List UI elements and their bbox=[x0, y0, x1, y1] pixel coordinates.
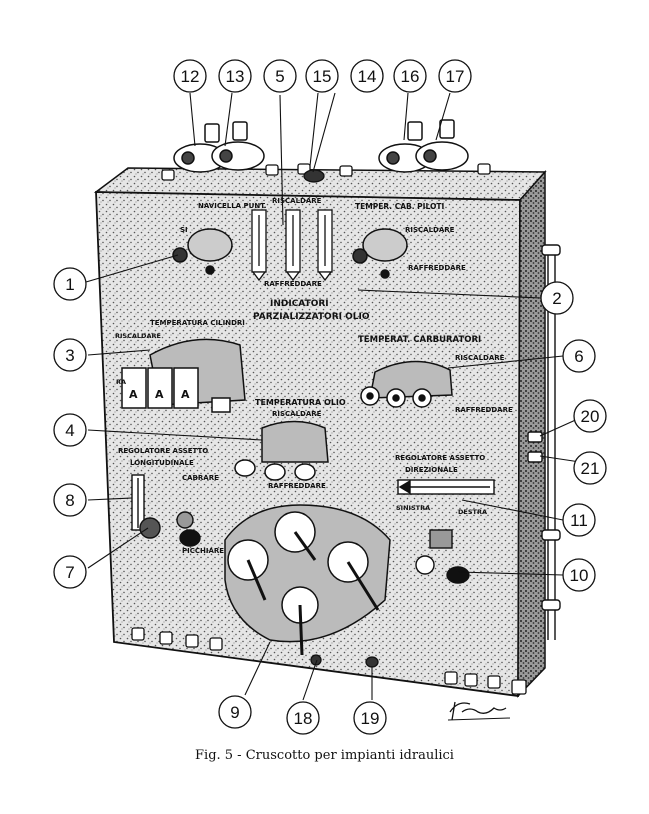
callout-12: 12 bbox=[173, 59, 207, 93]
key-a-1: A bbox=[129, 388, 138, 401]
label-reg-long-1: REGOLATORE ASSETTO bbox=[118, 447, 208, 455]
callout-13: 13 bbox=[218, 59, 252, 93]
svg-text:19: 19 bbox=[361, 709, 380, 728]
oil-temp-control bbox=[234, 420, 329, 481]
label-raffreddare-carb: RAFFREDDARE bbox=[455, 406, 513, 414]
label-riscaldare-left: RISCALDARE bbox=[115, 332, 161, 340]
svg-text:5: 5 bbox=[275, 67, 284, 86]
artist-signature bbox=[447, 701, 511, 721]
callout-11: 11 bbox=[562, 503, 596, 537]
gauge-cluster bbox=[224, 504, 391, 656]
label-riscaldare-carb: RISCALDARE bbox=[455, 354, 505, 362]
callout-2: 2 bbox=[540, 281, 574, 315]
svg-text:9: 9 bbox=[230, 703, 239, 722]
label-temp-cab-piloti: TEMPER. CAB. PILOTI bbox=[355, 202, 444, 211]
longitudinal-trim bbox=[131, 474, 201, 547]
callout-4: 4 bbox=[53, 413, 87, 447]
top-valves-left bbox=[173, 121, 265, 173]
label-cabrare: CABRARE bbox=[182, 474, 219, 482]
label-raffreddare-olio: RAFFREDDARE bbox=[268, 482, 326, 490]
svg-text:2: 2 bbox=[552, 289, 561, 308]
label-navicella: NAVICELLA PUNT. bbox=[198, 202, 267, 210]
heater-knob-cab-piloti bbox=[352, 228, 408, 279]
callout-19: 19 bbox=[353, 701, 387, 735]
svg-text:14: 14 bbox=[358, 67, 377, 86]
figure-caption: Fig. 5 - Cruscotto per impianti idraulic… bbox=[195, 748, 454, 763]
label-picchiare: PICCHIARE bbox=[182, 547, 224, 555]
svg-text:3: 3 bbox=[65, 346, 74, 365]
callout-10: 10 bbox=[562, 558, 596, 592]
callout-17: 17 bbox=[438, 59, 472, 93]
trim-valve-handle bbox=[415, 529, 470, 584]
svg-text:17: 17 bbox=[446, 67, 465, 86]
label-temp-carburatori: TEMPERAT. CARBURATORI bbox=[358, 335, 481, 345]
svg-text:16: 16 bbox=[401, 67, 420, 86]
key-a-3: A bbox=[181, 388, 190, 401]
label-parzializzatori: PARZIALIZZATORI OLIO bbox=[253, 312, 370, 322]
label-reg-long-2: LONGITUDINALE bbox=[130, 459, 194, 467]
label-temp-olio: TEMPERATURA OLIO bbox=[255, 398, 346, 407]
callout-5: 5 bbox=[263, 59, 297, 93]
heater-knob-navicella bbox=[172, 228, 233, 275]
svg-text:12: 12 bbox=[181, 67, 200, 86]
svg-text:10: 10 bbox=[570, 566, 589, 585]
label-riscaldare-right: RISCALDARE bbox=[405, 226, 455, 234]
bottom-fittings bbox=[131, 627, 527, 695]
cylinder-temp-control bbox=[121, 338, 246, 413]
callout-18: 18 bbox=[286, 701, 320, 735]
svg-text:4: 4 bbox=[65, 421, 74, 440]
svg-text:15: 15 bbox=[313, 67, 332, 86]
callouts: 1 2 3 4 5 6 7 8 9 10 11 12 13 14 15 16 1… bbox=[53, 59, 607, 735]
svg-text:11: 11 bbox=[570, 511, 588, 530]
key-a-2: A bbox=[155, 388, 164, 401]
top-fittings bbox=[161, 163, 491, 183]
label-riscaldare-top: RISCALDARE bbox=[272, 197, 322, 205]
svg-text:13: 13 bbox=[226, 67, 245, 86]
label-reg-dir-1: REGOLATORE ASSETTO bbox=[395, 454, 485, 462]
label-si: SI bbox=[180, 226, 188, 234]
label-indicatori: INDICATORI bbox=[270, 299, 329, 309]
label-reg-dir-2: DIREZIONALE bbox=[405, 466, 458, 474]
callout-16: 16 bbox=[393, 59, 427, 93]
leader-lines bbox=[85, 92, 581, 701]
label-riscaldare-olio: RISCALDARE bbox=[272, 410, 322, 418]
panel-labels: NAVICELLA PUNT. RISCALDARE TEMPER. CAB. … bbox=[115, 197, 513, 555]
callout-15: 15 bbox=[305, 59, 339, 93]
svg-text:8: 8 bbox=[65, 491, 74, 510]
svg-text:20: 20 bbox=[581, 407, 600, 426]
svg-text:1: 1 bbox=[65, 275, 74, 294]
oil-indicators bbox=[251, 209, 333, 282]
callout-20: 20 bbox=[573, 399, 607, 433]
callout-21: 21 bbox=[573, 451, 607, 485]
carburetor-temp-control bbox=[360, 360, 453, 408]
callout-3: 3 bbox=[53, 338, 87, 372]
label-ra: RA bbox=[116, 378, 126, 386]
callout-14: 14 bbox=[350, 59, 384, 93]
label-sinistra: SINISTRA bbox=[396, 504, 430, 512]
label-destra: DESTRA bbox=[458, 508, 487, 516]
svg-text:18: 18 bbox=[294, 709, 313, 728]
label-raffreddare-right: RAFFREDDARE bbox=[408, 264, 466, 272]
svg-text:21: 21 bbox=[581, 459, 600, 478]
svg-text:7: 7 bbox=[65, 563, 74, 582]
callout-6: 6 bbox=[562, 339, 596, 373]
label-raffreddare-mid: RAFFREDDARE bbox=[264, 280, 322, 288]
label-temp-cilindri: TEMPERATURA CILINDRI bbox=[150, 319, 245, 327]
callout-1: 1 bbox=[53, 267, 87, 301]
callout-9: 9 bbox=[218, 695, 252, 729]
directional-trim bbox=[397, 479, 495, 495]
callout-8: 8 bbox=[53, 483, 87, 517]
callout-7: 7 bbox=[53, 555, 87, 589]
svg-text:6: 6 bbox=[574, 347, 583, 366]
top-valves-right bbox=[378, 119, 469, 173]
